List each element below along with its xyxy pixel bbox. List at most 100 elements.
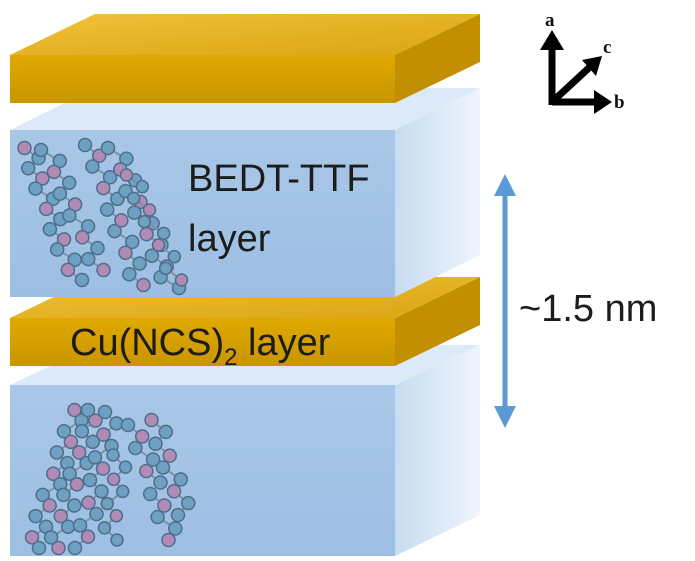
molecule-atom (67, 498, 82, 513)
molecule-atom (158, 261, 173, 276)
molecule-atom (126, 191, 141, 206)
molecule-atom (153, 475, 168, 490)
molecule-atom (122, 266, 137, 282)
top-slab-side (395, 14, 480, 103)
molecule-atom (137, 214, 152, 229)
molecule-atom (74, 423, 90, 439)
molecule-atom (49, 445, 65, 460)
molecule-atom (81, 495, 96, 510)
molecule-atom (96, 262, 111, 278)
double-arrow-icon (494, 174, 516, 428)
top-block-side (395, 88, 480, 297)
molecule-atom (28, 508, 43, 524)
molecule-atom (42, 221, 58, 237)
bedt-layer-label: layer (188, 218, 271, 260)
molecule-atom (97, 521, 112, 535)
molecule-atom (71, 445, 87, 460)
cu-layer-word: layer (237, 322, 331, 364)
molecule-atom (96, 427, 111, 442)
top-slab-top (10, 14, 480, 55)
cu-slab-side (395, 277, 480, 366)
molecule-atom (75, 230, 90, 245)
molecule-atom (106, 472, 121, 487)
molecule-atom (17, 140, 32, 156)
molecule-atom (145, 452, 161, 467)
molecule-atom (162, 448, 177, 463)
molecule-atom (157, 498, 172, 513)
molecule-atom (139, 463, 154, 479)
molecule-atom (161, 532, 176, 548)
molecule-atom (119, 168, 134, 182)
molecule-atom (35, 487, 50, 503)
molecule-atom (24, 530, 40, 545)
molecule-atom (97, 404, 113, 420)
molecule-atom (31, 540, 47, 556)
molecule-atom (99, 202, 115, 217)
molecule-atom (166, 484, 182, 499)
molecule-atom (174, 273, 189, 287)
molecule-atom (128, 440, 143, 456)
molecule-atom (181, 495, 196, 511)
molecule-atom (80, 529, 96, 544)
molecule-atom (77, 137, 93, 153)
molecule-atom (150, 509, 165, 525)
molecule-atom (170, 507, 186, 523)
molecule-atom (63, 434, 79, 450)
top-slab-front (10, 55, 395, 103)
molecule-atom (142, 486, 158, 502)
molecule-atom (56, 487, 71, 503)
molecule-atom (107, 223, 122, 239)
molecule-atom (69, 477, 85, 492)
molecule-atom (35, 171, 50, 186)
crystal-axes-icon (540, 30, 612, 114)
cu-formula: Cu(NCS) (70, 322, 225, 364)
molecule-atom (139, 226, 154, 242)
bottom-block-side (395, 345, 480, 556)
molecule-atom (80, 219, 96, 234)
molecule-atom (56, 423, 72, 439)
molecule-atom (89, 506, 104, 522)
molecule-atom (134, 429, 150, 444)
molecule-atom (60, 262, 76, 278)
molecule-atom (87, 450, 103, 465)
molecule-atom (52, 153, 67, 169)
molecule-atom (20, 161, 36, 176)
molecule-atom (46, 164, 62, 180)
interlayer-distance-label: ~1.5 nm (519, 288, 658, 330)
molecule-atom (100, 140, 116, 156)
molecule-atom (115, 484, 130, 499)
molecule-atom (155, 460, 171, 475)
molecule-atom (124, 234, 140, 250)
molecule-atom (62, 208, 77, 223)
molecule-atom (46, 466, 61, 481)
molecule-atom (173, 472, 188, 487)
molecule-atom (142, 203, 157, 217)
molecule-atom (168, 521, 183, 536)
molecule-atom (132, 256, 147, 271)
molecule-atom (72, 518, 88, 533)
axis-a-label: a (545, 10, 555, 31)
molecule-atom (33, 142, 49, 158)
molecule-atom (56, 232, 72, 247)
molecule-atom (28, 181, 43, 196)
molecule-atom (96, 180, 111, 196)
molecule-atom (120, 417, 136, 433)
molecule-atom (82, 472, 98, 488)
molecule-atom (81, 251, 96, 267)
molecule-atom (80, 402, 96, 418)
molecule-atom (52, 186, 68, 201)
molecule-atom (106, 448, 120, 462)
molecule-atom (94, 484, 109, 499)
molecule-atom (38, 201, 54, 217)
molecule-atom (88, 413, 103, 428)
molecule-atom (151, 238, 166, 252)
molecule-atom (85, 434, 101, 450)
molecule-atom (95, 461, 111, 476)
axis-b-label: b (614, 92, 625, 113)
molecule-atom (67, 197, 83, 212)
molecule-atom (90, 240, 105, 256)
molecule-atom (109, 508, 124, 523)
molecule-atom (42, 498, 57, 513)
